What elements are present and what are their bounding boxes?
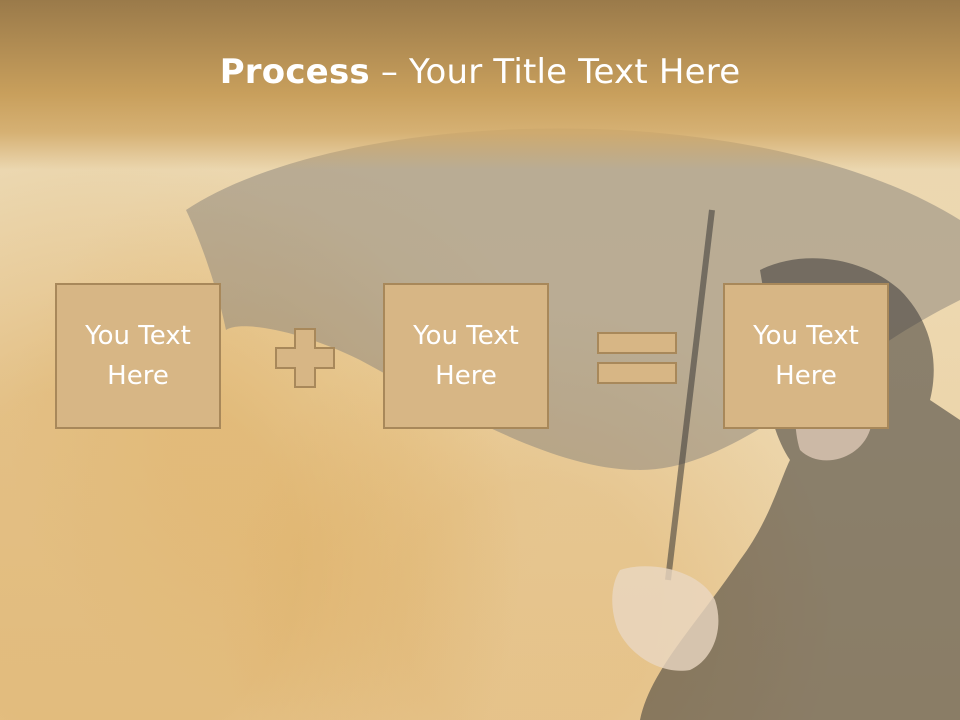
plus-icon — [275, 328, 335, 388]
hand — [612, 566, 719, 671]
title-rest: – Your Title Text Here — [369, 52, 741, 92]
umbrella-shaft — [665, 209, 715, 581]
text-box-2[interactable]: You Text Here — [383, 283, 549, 429]
text-box-3[interactable]: You Text Here — [723, 283, 889, 429]
text-box-3-label: You Text Here — [753, 321, 859, 391]
text-box-1[interactable]: You Text Here — [55, 283, 221, 429]
title-bold: Process — [219, 52, 370, 92]
text-box-1-label: You Text Here — [85, 321, 191, 391]
slide-title[interactable]: Process – Your Title Text Here — [0, 52, 960, 92]
equals-icon — [597, 332, 677, 384]
title-banner — [0, 0, 960, 170]
text-box-2-label: You Text Here — [413, 321, 519, 391]
